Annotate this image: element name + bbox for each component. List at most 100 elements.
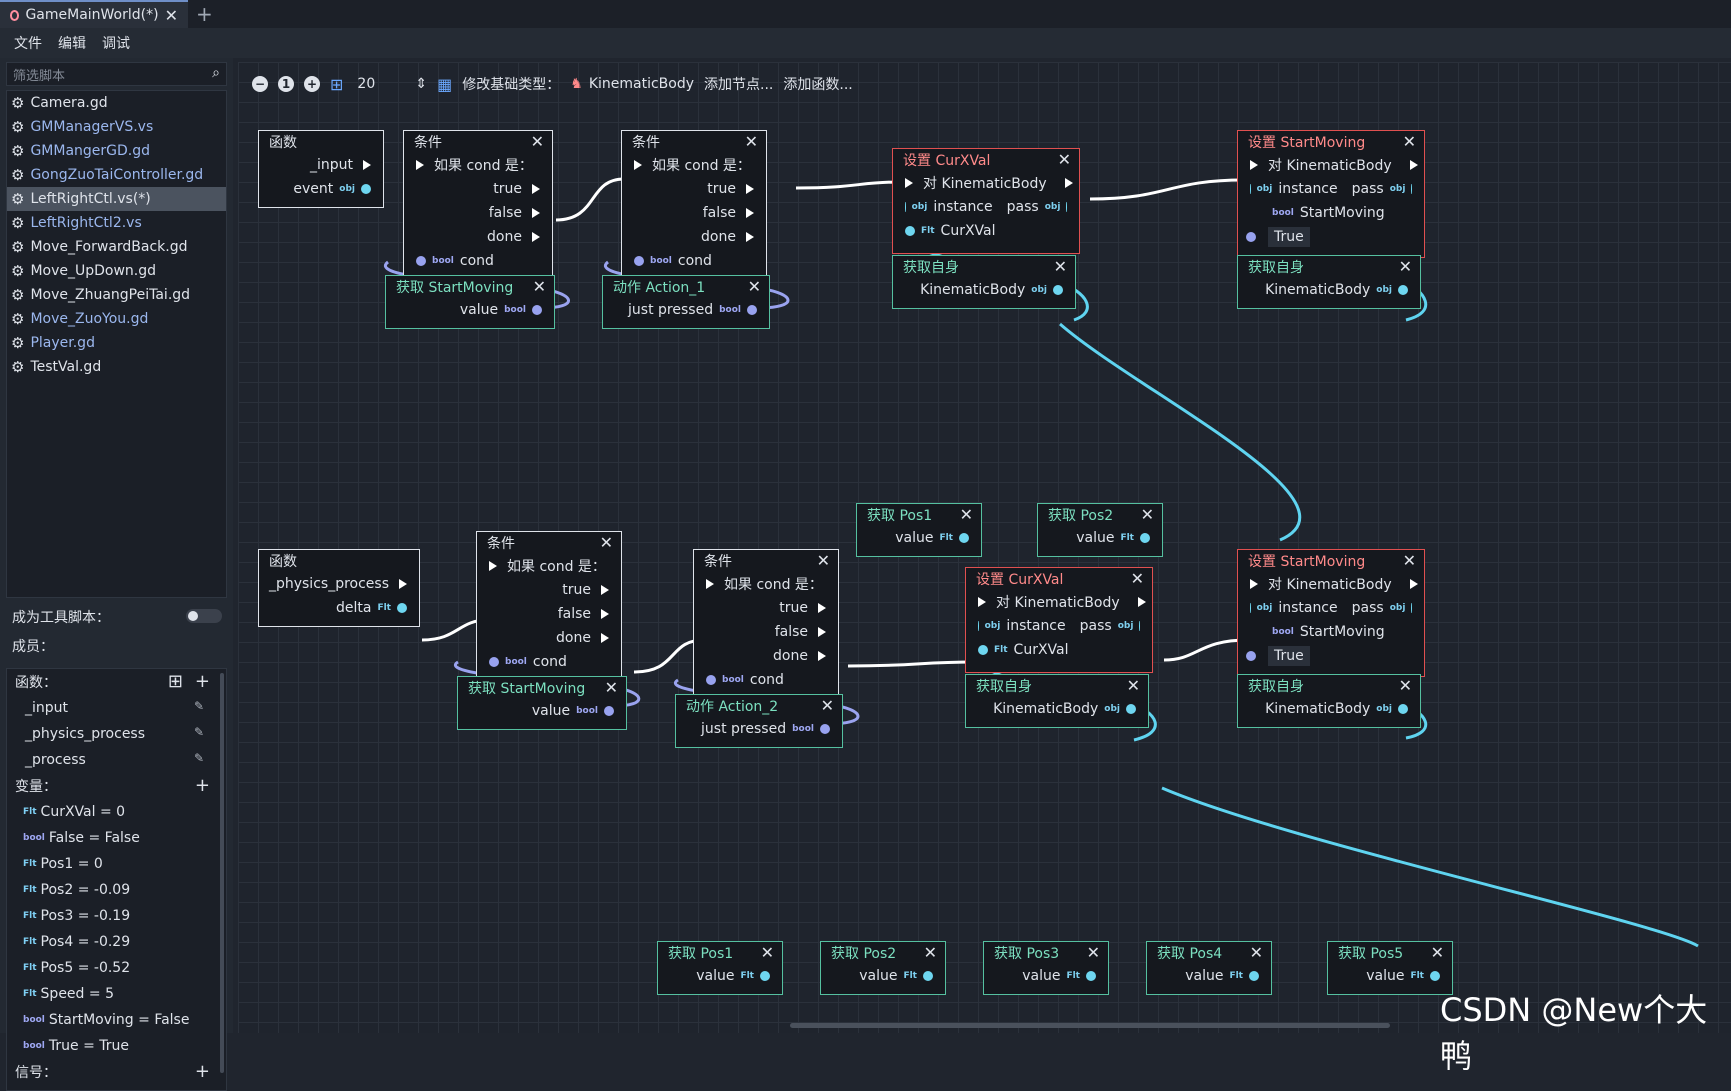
data-port-icon[interactable]	[416, 256, 426, 266]
close-icon[interactable]: ✕	[1086, 943, 1100, 962]
exec-port-icon[interactable]	[1250, 160, 1258, 170]
override-function-icon[interactable]: ⊞	[167, 671, 183, 692]
data-port-icon[interactable]	[905, 226, 915, 236]
snap-grid-icon[interactable]: ⊞	[330, 74, 344, 94]
exec-port-icon[interactable]	[532, 184, 540, 194]
edit-icon[interactable]: ✎	[193, 699, 204, 713]
close-icon[interactable]: ✕	[1402, 551, 1416, 570]
close-icon[interactable]: ✕	[1126, 676, 1140, 695]
filter-scripts-input[interactable]: 筛选脚本 ⌕	[6, 62, 227, 86]
data-port-icon[interactable]	[1140, 533, 1150, 543]
exec-port-icon[interactable]	[706, 579, 714, 589]
exec-port-icon[interactable]	[399, 579, 407, 589]
exec-port-icon[interactable]	[363, 160, 371, 170]
exec-port-icon[interactable]	[818, 651, 826, 661]
data-port-icon[interactable]	[1250, 184, 1251, 194]
exec-port-icon[interactable]	[634, 160, 642, 170]
exec-port-icon[interactable]	[601, 585, 609, 595]
data-port-icon[interactable]	[1250, 603, 1251, 613]
exec-port-icon[interactable]	[746, 208, 754, 218]
close-icon[interactable]: ✕	[1057, 150, 1071, 169]
zoom-in-icon[interactable]: +	[304, 76, 320, 92]
add-function-icon[interactable]: +	[194, 671, 210, 692]
data-port-icon[interactable]	[820, 724, 830, 734]
exec-port-icon[interactable]	[905, 178, 913, 188]
exec-port-icon[interactable]	[978, 597, 986, 607]
add-function-button[interactable]: 添加函数...	[783, 77, 853, 93]
visual-script-graph[interactable]: − 1 + ⊞ 20 ⇕ ▦ 修改基础类型： ♞ KinematicBody 添…	[238, 62, 1731, 1033]
script-list-item[interactable]: ⚙Move_ForwardBack.gd	[7, 235, 226, 259]
edit-icon[interactable]: ✎	[193, 725, 204, 739]
tab-gamemainworld[interactable]: GameMainWorld(*) ✕	[0, 0, 188, 28]
data-port-icon[interactable]	[1411, 603, 1412, 613]
script-list-item[interactable]: ⚙LeftRightCtl2.vs	[7, 211, 226, 235]
data-port-icon[interactable]	[1398, 285, 1408, 295]
edit-icon[interactable]: ✎	[193, 751, 204, 765]
close-icon[interactable]: ✕	[1130, 569, 1144, 588]
base-type-button[interactable]: ♞ KinematicBody	[570, 76, 694, 92]
script-list-item[interactable]: ⚙Move_ZuoYou.gd	[7, 307, 226, 331]
data-port-icon[interactable]	[489, 657, 499, 667]
exec-port-icon[interactable]	[601, 609, 609, 619]
data-port-icon[interactable]	[706, 675, 716, 685]
data-port-icon[interactable]	[1139, 621, 1140, 631]
data-port-icon[interactable]	[1053, 285, 1063, 295]
data-port-icon[interactable]	[604, 706, 614, 716]
data-port-icon[interactable]	[361, 184, 371, 194]
exec-port-icon[interactable]	[1250, 579, 1258, 589]
data-port-icon[interactable]	[1066, 202, 1067, 212]
exec-port-icon[interactable]	[489, 561, 497, 571]
close-icon[interactable]: ✕	[959, 505, 973, 524]
function-item[interactable]: _physics_process✎	[7, 721, 226, 747]
close-icon[interactable]: ✕	[816, 551, 830, 570]
exec-port-icon[interactable]	[1410, 160, 1418, 170]
exec-port-icon[interactable]	[532, 232, 540, 242]
value-field[interactable]: True	[1268, 646, 1310, 666]
script-list-item[interactable]: ⚙Camera.gd	[7, 91, 226, 115]
close-icon[interactable]: ✕	[820, 696, 834, 715]
add-signal-icon[interactable]: +	[194, 1061, 210, 1082]
data-port-icon[interactable]	[1411, 184, 1412, 194]
close-icon[interactable]: ✕	[604, 678, 618, 697]
close-icon[interactable]: ✕	[599, 533, 613, 552]
close-icon[interactable]: ✕	[532, 277, 546, 296]
exec-port-icon[interactable]	[818, 603, 826, 613]
data-port-icon[interactable]	[532, 305, 542, 315]
exec-port-icon[interactable]	[1410, 579, 1418, 589]
menu-edit[interactable]: 编辑	[58, 36, 86, 52]
script-list-item[interactable]: ⚙LeftRightCtl.vs(*)	[7, 187, 226, 211]
close-icon[interactable]: ✕	[1398, 257, 1412, 276]
members-scrollbar[interactable]	[220, 673, 224, 1073]
exec-port-icon[interactable]	[416, 160, 424, 170]
data-port-icon[interactable]	[1398, 704, 1408, 714]
function-item[interactable]: _input✎	[7, 695, 226, 721]
data-port-icon[interactable]	[1246, 651, 1256, 661]
exec-port-icon[interactable]	[1138, 597, 1146, 607]
script-list-item[interactable]: ⚙GMMangerGD.gd	[7, 139, 226, 163]
data-port-icon[interactable]	[905, 202, 906, 212]
snap-value[interactable]: 20	[357, 76, 376, 92]
